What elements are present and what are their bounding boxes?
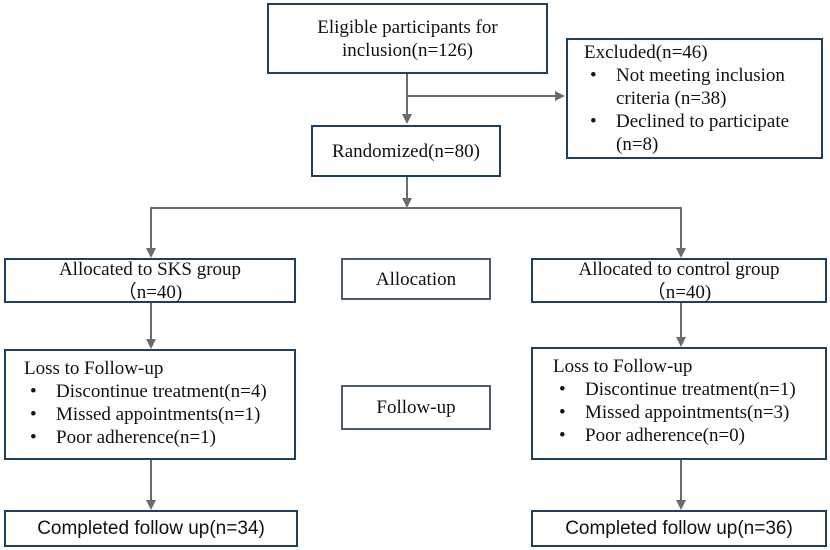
sks-allocation-line-2: （n=40): [117, 281, 183, 303]
randomized-text: Randomized(n=80): [332, 140, 480, 162]
control-completed-text: Completed follow up(n=36): [565, 518, 793, 539]
sks-loss-reason-item: Poor adherence(n=1): [24, 426, 288, 449]
allocation-stage-text: Allocation: [375, 268, 457, 290]
sks-loss-reasons-list: Discontinue treatment(n=4) Missed appoin…: [24, 380, 288, 449]
sks-allocation-line-1: Allocated to SKS group: [58, 258, 242, 280]
sks-allocation-box: Allocated to SKS group （n=40): [4, 258, 296, 303]
control-loss-reason-item: Discontinue treatment(n=1): [553, 378, 819, 401]
control-loss-reason-text: Poor adherence(n=0): [585, 425, 746, 446]
excluded-reason-item: Not meeting inclusion criteria (n=38): [584, 64, 815, 110]
followup-stage-label: Follow-up: [341, 385, 491, 430]
control-loss-reasons-list: Discontinue treatment(n=1) Missed appoin…: [553, 378, 819, 447]
excluded-reason-item: Declined to participate (n=8): [584, 110, 815, 156]
control-loss-reason-item: Missed appointments(n=3): [553, 401, 819, 424]
sks-loss-box: Loss to Follow-up Discontinue treatment(…: [4, 349, 296, 460]
control-allocation-line-1: Allocated to control group: [578, 258, 780, 280]
excluded-box: Excluded(n=46) Not meeting inclusion cri…: [566, 38, 823, 159]
excluded-reason-text: Not meeting inclusion criteria (n=38): [616, 65, 785, 109]
control-loss-reason-text: Missed appointments(n=3): [585, 402, 790, 423]
control-loss-box: Loss to Follow-up Discontinue treatment(…: [531, 347, 827, 460]
sks-loss-reason-text: Missed appointments(n=1): [56, 404, 261, 425]
sks-loss-reason-text: Discontinue treatment(n=4): [56, 381, 267, 402]
control-allocation-box: Allocated to control group （n=40): [531, 258, 827, 303]
randomized-box: Randomized(n=80): [311, 125, 501, 177]
excluded-title: Excluded(n=46): [584, 42, 708, 63]
sks-completed-box: Completed follow up(n=34): [4, 510, 298, 547]
allocation-stage-label: Allocation: [341, 258, 491, 300]
followup-stage-text: Follow-up: [376, 397, 456, 418]
sks-loss-title: Loss to Follow-up: [24, 358, 164, 379]
control-completed-box: Completed follow up(n=36): [531, 510, 827, 547]
control-loss-title: Loss to Follow-up: [553, 356, 693, 377]
control-loss-reason-item: Poor adherence(n=0): [553, 424, 819, 447]
excluded-reason-text: Declined to participate (n=8): [616, 111, 790, 155]
excluded-reasons-list: Not meeting inclusion criteria (n=38) De…: [584, 64, 815, 156]
eligible-line-2: inclusion(n=126): [341, 39, 474, 61]
control-loss-reason-text: Discontinue treatment(n=1): [585, 379, 796, 400]
eligible-box: Eligible participants for inclusion(n=12…: [267, 3, 548, 74]
sks-loss-reason-item: Missed appointments(n=1): [24, 403, 288, 426]
control-allocation-line-2: （n=40): [646, 281, 712, 303]
sks-completed-text: Completed follow up(n=34): [37, 518, 265, 539]
eligible-line-1: Eligible participants for: [317, 16, 498, 38]
sks-loss-reason-item: Discontinue treatment(n=4): [24, 380, 288, 403]
sks-loss-reason-text: Poor adherence(n=1): [56, 427, 217, 448]
